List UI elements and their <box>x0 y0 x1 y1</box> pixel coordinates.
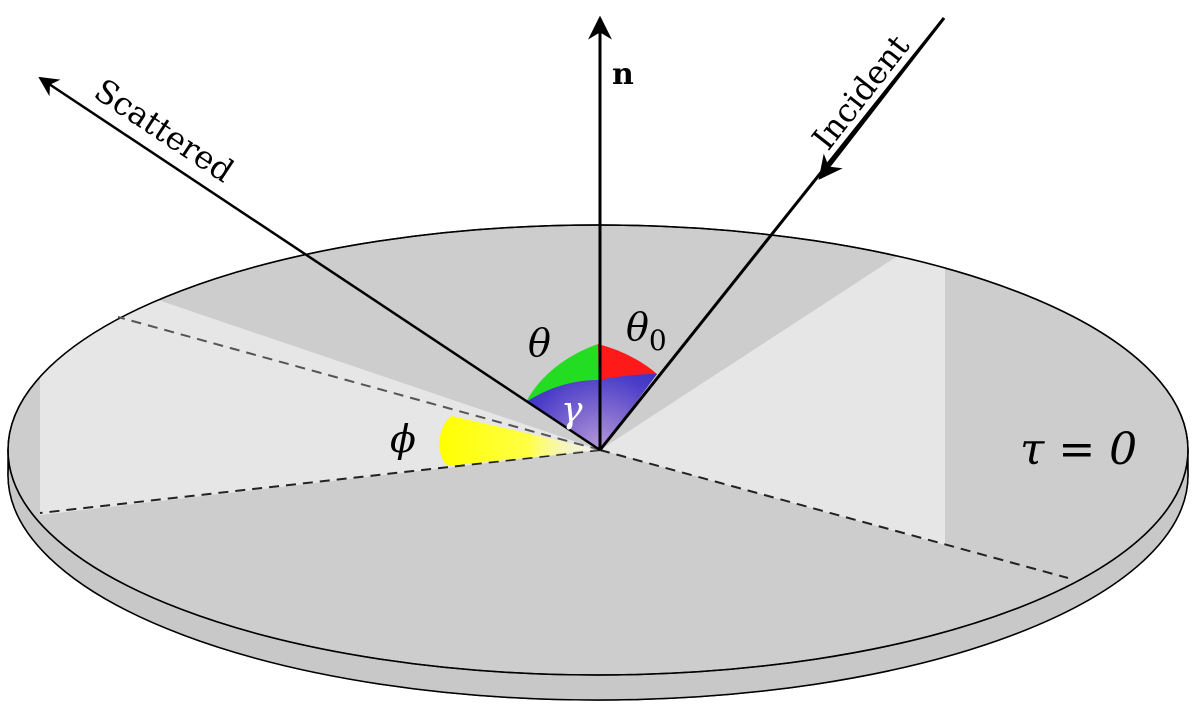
incident-arrow-indicator <box>818 17 946 180</box>
light-band-right <box>600 225 945 545</box>
normal-label: n <box>612 57 634 92</box>
dashed-line-left <box>39 449 601 514</box>
theta0-subscript: 0 <box>649 324 667 357</box>
theta0-label: θ0 <box>626 305 667 357</box>
phi-angle-arc <box>439 416 600 466</box>
scattered-label: Scattered <box>88 71 241 190</box>
gamma-angle-arc <box>526 374 657 450</box>
dashed-line-scattered-projection <box>117 316 601 451</box>
theta0-base: θ <box>626 305 649 349</box>
light-band-left-upper <box>40 260 600 450</box>
phi-label: ϕ <box>390 417 416 461</box>
scattered-ray <box>38 76 601 452</box>
incident-label: Incident <box>804 28 917 157</box>
theta-label: θ <box>528 321 551 365</box>
tau-label: τ = 0 <box>1020 424 1137 475</box>
gamma-label: γ <box>561 390 583 431</box>
dashed-line-incident-projection <box>599 449 1069 579</box>
